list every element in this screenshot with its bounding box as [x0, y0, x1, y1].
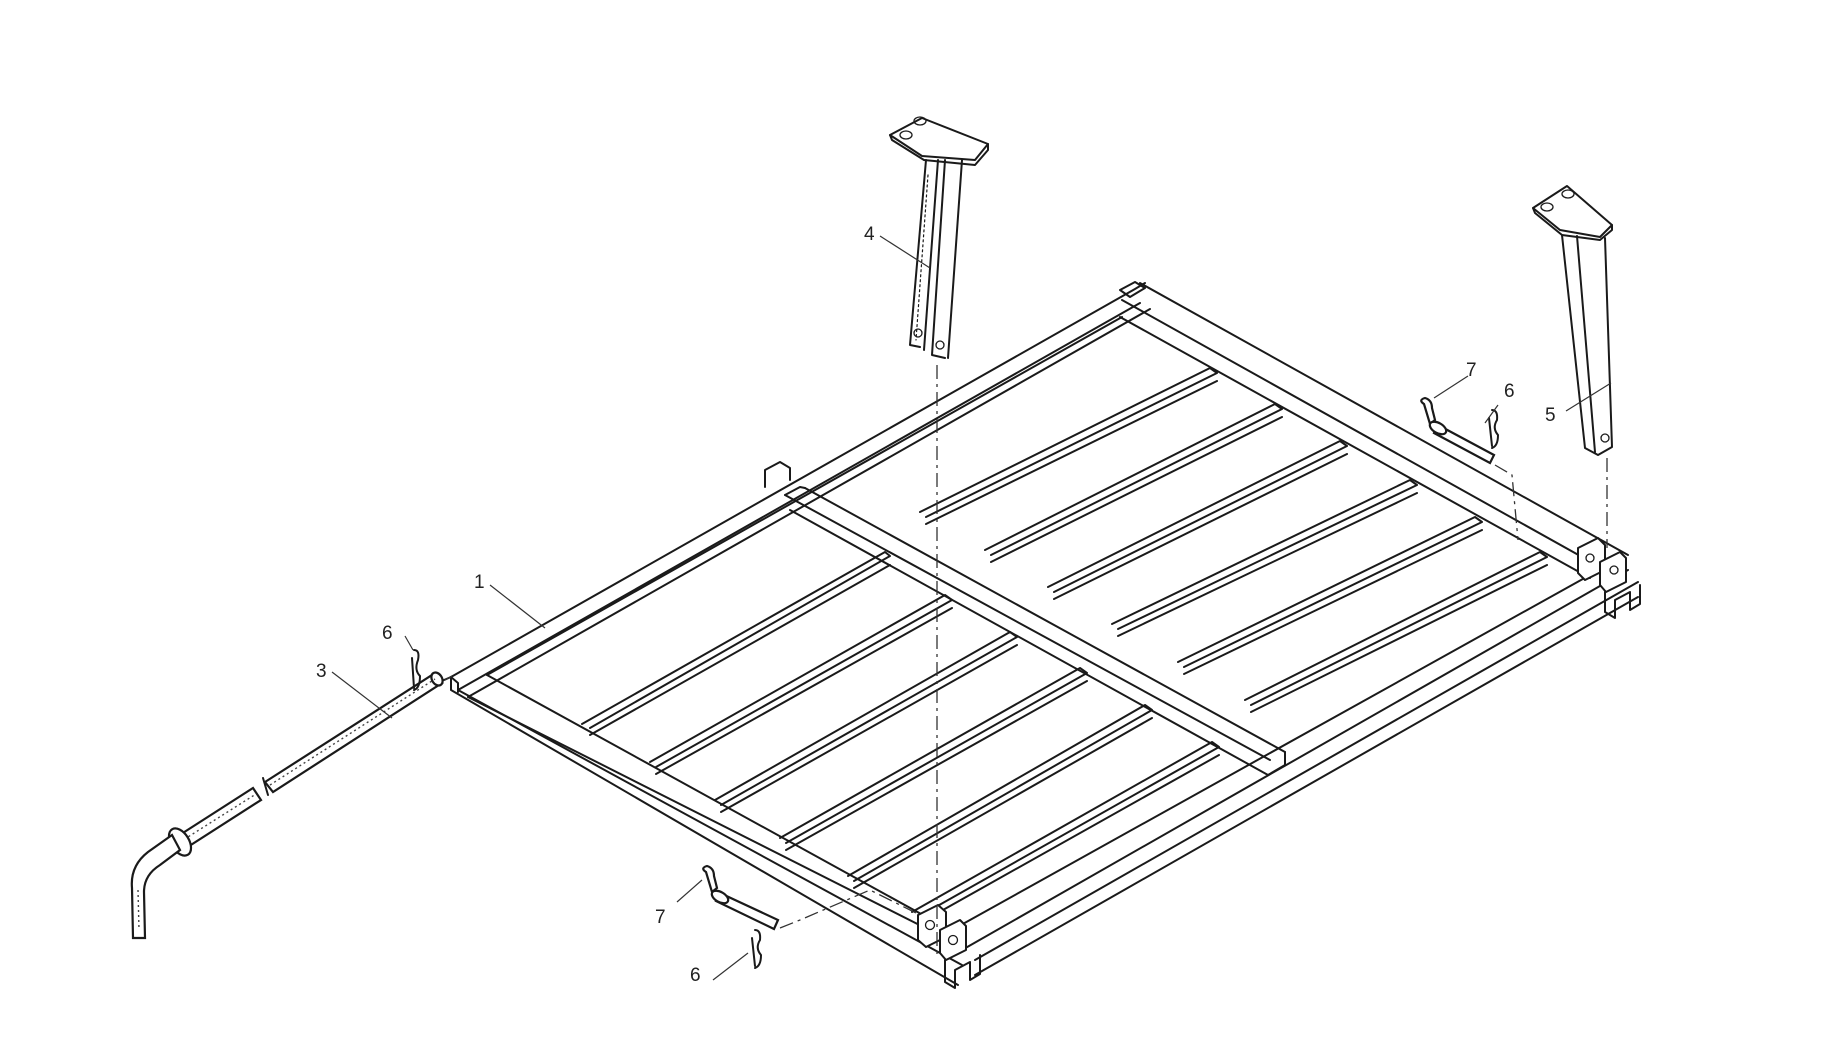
clevis-bracket-front: [917, 904, 981, 989]
callout-7-l-pin-right: 7: [1466, 360, 1477, 381]
assembly-lines: [444, 365, 1608, 955]
slats-left: [581, 551, 1220, 925]
callout-7-l-pin-bottom: 7: [655, 907, 666, 928]
support-bracket-4: [889, 116, 989, 359]
leader-lines: [331, 235, 1612, 981]
callout-6-r-clip-bottom: 6: [690, 965, 701, 986]
support-bracket-5: [1532, 185, 1613, 456]
r-clip-left: [411, 649, 421, 691]
callout-6-r-clip-left: 6: [382, 623, 393, 644]
l-pin-bottom: [702, 864, 780, 931]
callout-3-handle-rod: 3: [316, 661, 327, 682]
callout-6-r-clip-right: 6: [1504, 381, 1515, 402]
frame: [443, 281, 1641, 989]
r-clip-bottom: [751, 929, 762, 969]
slats-right: [919, 367, 1548, 713]
l-pin-right: [1420, 396, 1496, 465]
callout-5-rear-support-bracket: 5: [1545, 405, 1556, 426]
callout-4-front-support-bracket: 4: [864, 224, 875, 245]
callout-1-frame: 1: [474, 572, 485, 593]
handle-rod-3: [130, 671, 444, 940]
r-clip-right: [1488, 409, 1499, 449]
clevis-bracket-right: [1577, 537, 1641, 619]
